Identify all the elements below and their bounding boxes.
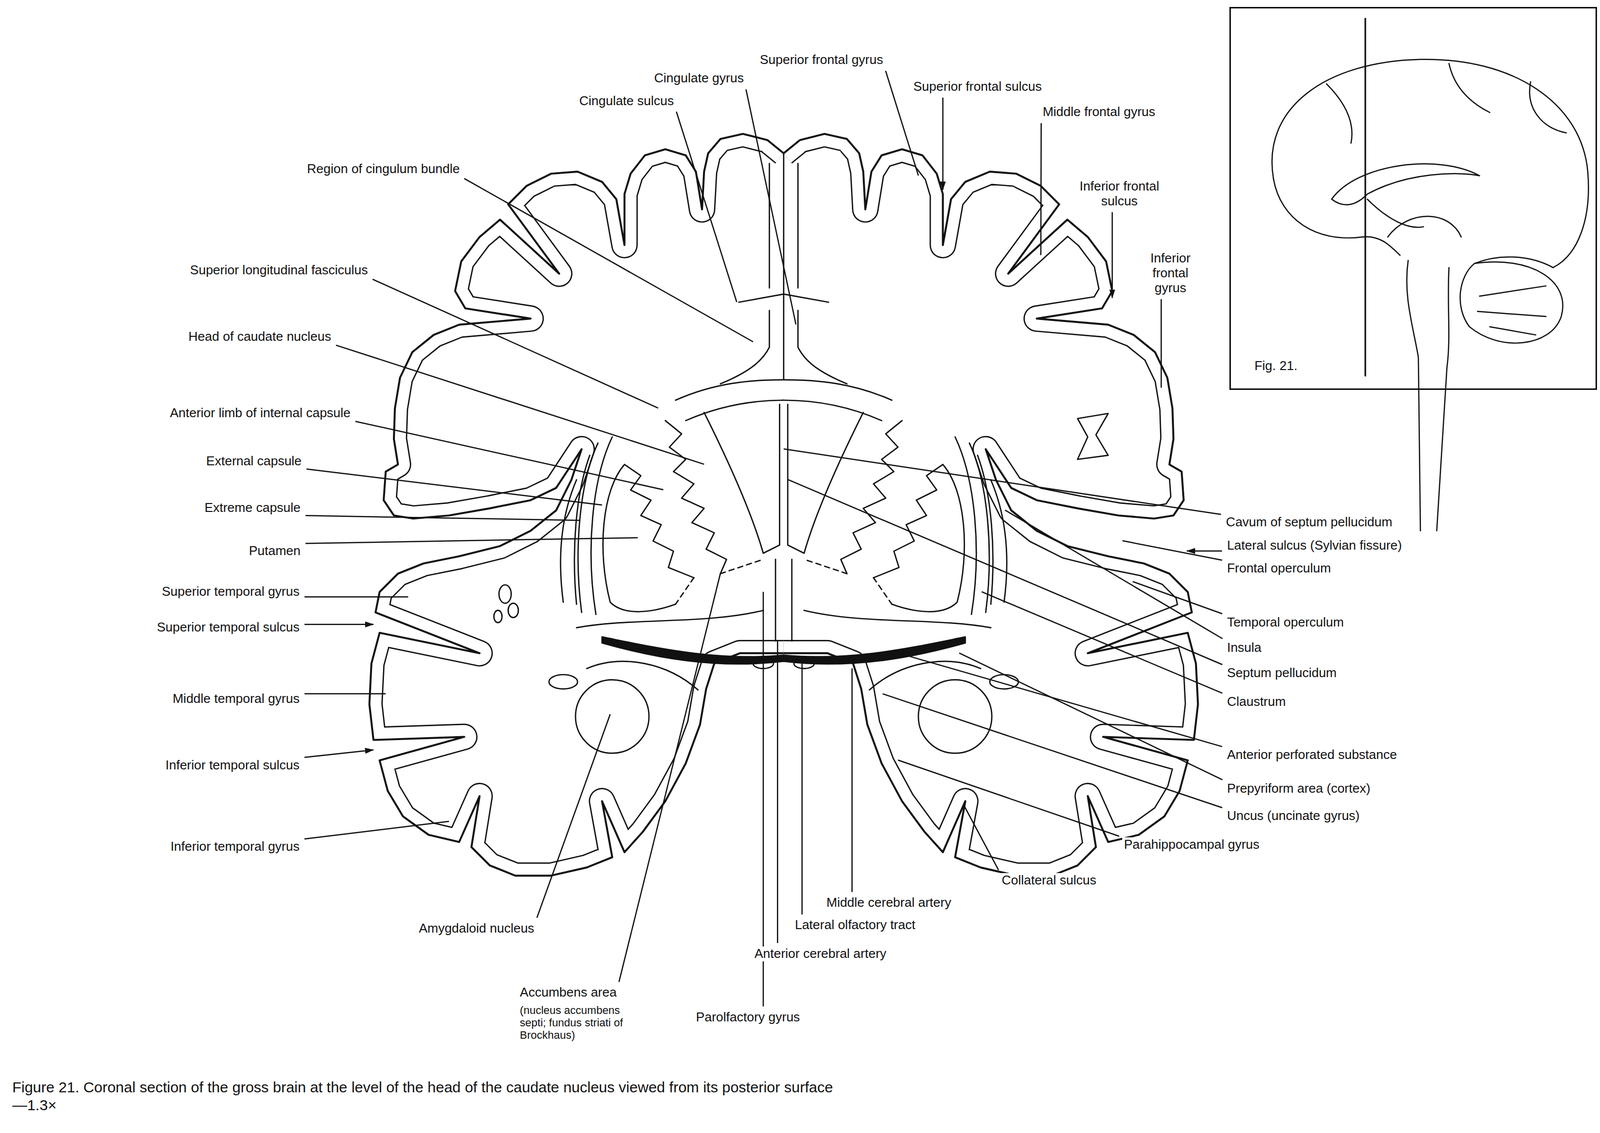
leader-line: [959, 652, 1222, 780]
structure-label: Claustrum: [1225, 694, 1287, 710]
structure-label: Accumbens area: [518, 985, 619, 1001]
structure-label: Anterior limb of internal capsule: [168, 405, 352, 421]
leader-line: [942, 97, 944, 191]
structure-label: Anterior perforated substance: [1225, 747, 1399, 763]
leader-line: [335, 345, 704, 465]
leader-line: [355, 421, 663, 490]
leader-line: [783, 448, 1222, 515]
structure-label: Inferior temporal gyrus: [169, 839, 302, 855]
structure-label: Putamen: [247, 543, 303, 559]
structure-label: Anterior cerebral artery: [753, 946, 889, 962]
leader-line: [897, 760, 1120, 836]
inset-figure-box: Fig. 21.: [1229, 6, 1597, 390]
leader-line: [676, 111, 737, 303]
structure-label: Superior longitudinal fasciculus: [188, 262, 370, 278]
structure-label: Cavum of septum pellucidum: [1224, 514, 1394, 530]
leader-line: [304, 693, 386, 695]
leader-line: [1040, 123, 1042, 256]
leader-line: [304, 623, 374, 626]
leader-line: [304, 596, 409, 598]
structure-label: Extreme capsule: [202, 500, 303, 516]
structure-label: Lateral sulcus (Sylvian fissure): [1225, 538, 1404, 554]
structure-label: Superior temporal sulcus: [155, 620, 302, 636]
structure-label: Amygdaloid nucleus: [417, 921, 536, 937]
structure-label: Middle temporal gyrus: [171, 691, 302, 707]
leader-line: [762, 591, 765, 1007]
leader-line: [964, 806, 999, 871]
structure-label: Lateral olfactory tract: [793, 918, 917, 934]
leader-line: [619, 573, 721, 983]
leader-line: [746, 89, 797, 325]
structure-label: External capsule: [204, 453, 304, 469]
structure-label: Superior temporal gyrus: [160, 584, 301, 600]
leader-line: [372, 279, 659, 409]
leader-line: [304, 750, 374, 758]
structure-label: Inferior frontal sulcus: [1066, 179, 1172, 209]
leader-line: [305, 515, 580, 521]
structure-label: Insula: [1225, 640, 1263, 656]
leader-line: [536, 714, 611, 918]
leader-line: [1160, 299, 1162, 388]
figure-caption: Figure 21. Coronal section of the gross …: [12, 1078, 846, 1115]
leader-line: [897, 652, 1222, 747]
structure-label: Cingulate sulcus: [577, 93, 676, 109]
structure-label: Inferior temporal sulcus: [164, 758, 302, 773]
structure-label: (nucleus accumbens septi; fundus striati…: [518, 1004, 629, 1042]
structure-label: Frontal operculum: [1225, 561, 1333, 576]
leader-line: [1186, 550, 1222, 552]
structure-label: Cingulate gyrus: [652, 70, 746, 86]
structure-label: Inferior frontal gyrus: [1138, 251, 1203, 296]
leader-line: [787, 479, 1223, 665]
structure-label: Septum pellucidum: [1225, 666, 1339, 682]
structure-label: Region of cingulum bundle: [305, 161, 462, 177]
leader-line: [306, 468, 603, 506]
leader-line: [981, 591, 1223, 694]
structure-label: Parolfactory gyrus: [694, 1010, 802, 1025]
structure-label: Superior frontal sulcus: [911, 79, 1044, 95]
leader-line: [1111, 212, 1114, 299]
leader-line: [801, 659, 803, 915]
leader-line: [882, 694, 1222, 809]
leader-line: [464, 178, 754, 342]
leader-line: [1132, 581, 1223, 614]
structure-label: Uncus (uncinate gyrus): [1225, 808, 1361, 824]
leader-line: [304, 821, 449, 840]
leader-line: [305, 537, 639, 544]
leader-line: [851, 668, 853, 893]
structure-label: Superior frontal gyrus: [758, 52, 885, 68]
leader-line: [1122, 540, 1222, 561]
structure-label: Middle frontal gyrus: [1041, 104, 1157, 120]
leader-line: [1005, 510, 1223, 639]
structure-label: Middle cerebral artery: [825, 895, 953, 911]
structure-label: Collateral sulcus: [1000, 873, 1098, 889]
structure-label: Prepyriform area (cortex): [1225, 781, 1372, 797]
structure-label: Head of caudate nucleus: [187, 329, 333, 345]
figure-number: Fig. 21.: [1252, 358, 1299, 374]
structure-label: Parahippocampal gyrus: [1122, 837, 1261, 853]
structure-label: Temporal operculum: [1225, 615, 1346, 631]
leader-line: [776, 640, 779, 944]
